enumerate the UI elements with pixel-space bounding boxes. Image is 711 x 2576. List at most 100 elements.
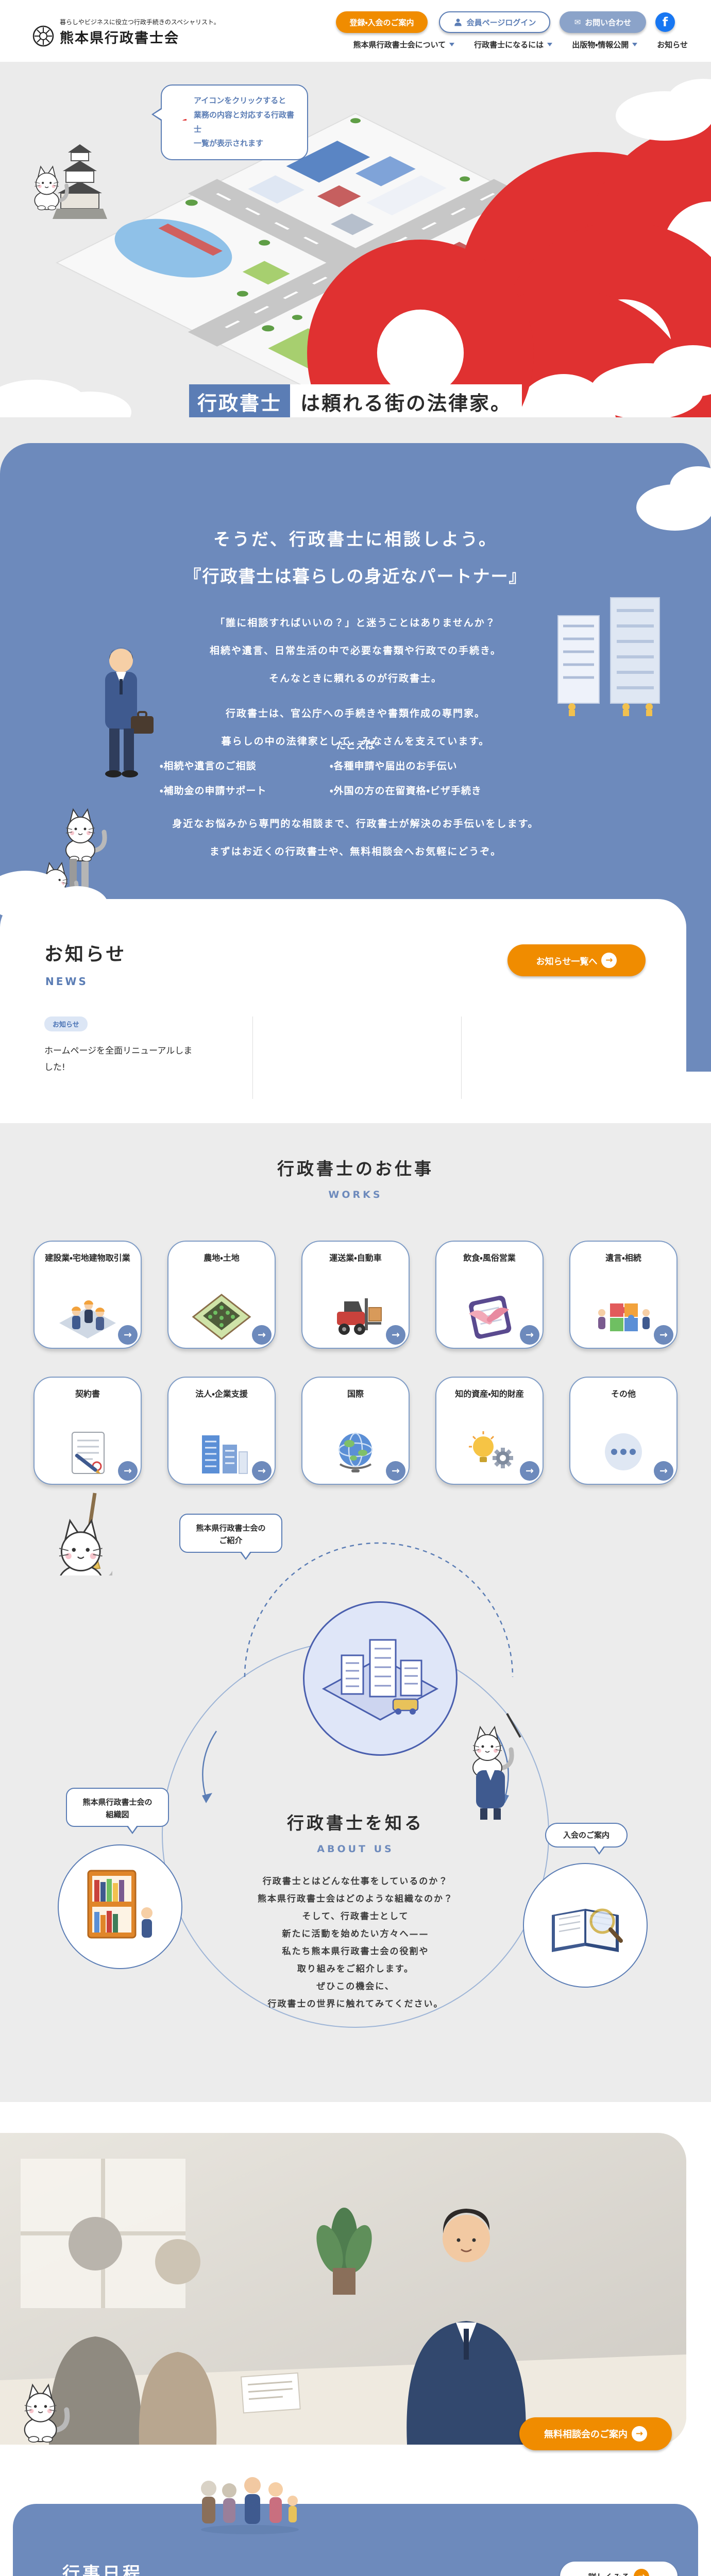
puzzle-people-icon (592, 1292, 654, 1341)
cloud-decoration (670, 466, 711, 507)
nav-item-become[interactable]: 行政書士になるには (474, 39, 553, 50)
bubble-line: 組織図 (106, 1810, 129, 1819)
intro-line: 行政書士は、官公庁への手続きや書類作成の専門家。 (225, 708, 485, 719)
forklift-icon (325, 1292, 386, 1341)
handshake-icon (459, 1292, 520, 1341)
consult-section: 無料相談会のご案内 → (0, 2102, 711, 2504)
about-subtitle: ABOUT US (317, 1843, 394, 1855)
idea-gear-icon (459, 1428, 520, 1477)
org-crest-logo-icon (32, 25, 55, 47)
nav-label: 熊本県行政書士会について (353, 40, 446, 49)
mascot-cat-hero (27, 160, 70, 211)
nav-label: 行政書士になるには (474, 40, 544, 49)
businessman-illustration (77, 639, 165, 793)
news-item-empty (462, 1016, 670, 1099)
work-card-contract[interactable]: 契約書 → (33, 1377, 142, 1485)
bubble-text: 一覧が表示されます (194, 139, 264, 148)
nav-item-about[interactable]: 熊本県行政書士会について (353, 39, 455, 50)
register-button[interactable]: 登録・入会のご案内 (336, 11, 428, 33)
work-card-international[interactable]: 国際 → (301, 1377, 410, 1485)
member-login-button[interactable]: 会員ページログイン (439, 11, 550, 33)
work-card-construction[interactable]: 建設業・宅地建物取引業 → (33, 1241, 142, 1349)
example-list: ・相続や遺言のご相談 ・各種申請や届出のお手伝い ・補助金の申請サポート ・外国… (160, 758, 551, 808)
org-chart-bubble[interactable]: 熊本県行政書士会の 組織図 (66, 1788, 169, 1834)
about-title: 行政書士を知る (287, 1813, 424, 1833)
join-guide-bubble[interactable]: 入会のご案内 (545, 1823, 628, 1855)
arrow-right-icon: → (654, 1461, 673, 1481)
arrow-right-icon: → (386, 1461, 405, 1481)
news-more-label: お知らせ一覧へ (536, 956, 598, 967)
facebook-icon[interactable]: f (655, 12, 675, 32)
arrow-right-icon: → (520, 1461, 539, 1481)
about-line: 取り組みをご紹介します。 (297, 1964, 414, 1974)
news-item-title[interactable]: ホームページを全面リニューアルしました! (44, 1046, 193, 1073)
map-pin-icon (171, 102, 187, 121)
join-guide-circle[interactable] (523, 1863, 648, 1988)
news-more-button[interactable]: お知らせ一覧へ → (507, 944, 646, 976)
chevron-down-icon (449, 43, 455, 46)
about-intro-bubble[interactable]: 熊本県行政書士会の ご紹介 (179, 1514, 282, 1560)
main-nav: 熊本県行政書士会について 行政書士になるには 出版物・情報公開 お知らせ (353, 39, 688, 50)
free-consultation-button[interactable]: 無料相談会のご案内 → (519, 2417, 672, 2450)
nav-label: 出版物・情報公開 (572, 40, 629, 49)
intro-line: 暮らしの中の法律家として、みなさんを支えています。 (221, 736, 490, 748)
work-card-inheritance[interactable]: 遺言・相続 → (569, 1241, 678, 1349)
young-man (407, 2209, 526, 2445)
about-intro-circle[interactable] (303, 1601, 458, 1756)
elderly-woman (139, 2239, 217, 2445)
work-card-transport[interactable]: 運送業・自動車 → (301, 1241, 410, 1349)
work-label: 法人・企業支援 (195, 1389, 248, 1399)
arrow-right-icon: → (118, 1325, 138, 1345)
mascot-cat-teacher (460, 1704, 527, 1823)
work-label: 運送業・自動車 (329, 1253, 382, 1263)
work-card-farmland[interactable]: 農地・土地 → (167, 1241, 276, 1349)
hero-tagline-rest: は頼れる街の法律家。 (290, 384, 522, 417)
register-button-label: 登録・入会のご案内 (349, 18, 414, 27)
hero-tagline: 行政書士 は頼れる街の法律家。 (189, 384, 522, 417)
mascot-cat-broom (45, 1478, 112, 1575)
intro-title: そうだ、行政書士に相談しよう。 (213, 529, 498, 549)
intro-line: そんなときに頼れるのが行政書士。 (268, 673, 442, 685)
bubble-text: 業務の内容と対応する行政書士 (194, 110, 295, 134)
intro-title2: 『行政書士は暮らしの身近なパートナー』 (184, 566, 527, 586)
family-illustration (193, 2469, 307, 2538)
example-label: たとえば (335, 740, 375, 751)
org-logo-text[interactable]: 熊本県行政書士会 (60, 30, 179, 46)
nav-item-publications[interactable]: 出版物・情報公開 (572, 39, 638, 50)
elderly-man (48, 2217, 142, 2445)
bubble-line: 熊本県行政書士会の (196, 1523, 266, 1533)
globe-icon (325, 1428, 386, 1477)
person-icon (453, 18, 463, 27)
work-card-corporate[interactable]: 法人・企業支援 → (167, 1377, 276, 1485)
facebook-glyph: f (662, 15, 668, 29)
site-header: 暮らしやビジネスに役立つ行政手続きのスペシャリスト。 熊本県行政書士会 登録・入… (0, 0, 711, 62)
nav-item-news[interactable]: お知らせ (657, 39, 688, 50)
news-item[interactable]: お知らせ ホームページを全面リニューアルしました! (44, 1016, 253, 1099)
work-label: 建設業・宅地建物取引業 (45, 1253, 130, 1263)
intro-and-news-section: そうだ、行政書士に相談しよう。 『行政書士は暮らしの身近なパートナー』 「誰に相… (0, 417, 711, 1123)
bubble-line: 入会のご案内 (563, 1831, 610, 1840)
contract-document-icon (57, 1428, 118, 1477)
example-item: ・外国の方の在留資格・ビザ手続き (330, 785, 482, 796)
arrow-right-icon: → (654, 1325, 673, 1345)
work-label: 飲食・風俗営業 (463, 1253, 516, 1263)
about-line: ぜひこの機会に、 (316, 1981, 395, 1992)
mail-icon: ✉ (574, 18, 581, 27)
org-chart-circle[interactable] (58, 1844, 182, 1969)
work-card-other[interactable]: その他 → (569, 1377, 678, 1485)
work-label: 遺言・相続 (605, 1253, 641, 1263)
header-contact-button[interactable]: ✉ お問い合わせ (560, 11, 646, 33)
construction-icon (57, 1292, 118, 1341)
mascot-cat-intro (57, 801, 108, 863)
news-section-subtitle: NEWS (45, 975, 88, 988)
work-label: 農地・土地 (204, 1253, 240, 1263)
work-label: 契約書 (75, 1389, 100, 1399)
about-line: そして、行政書士として (302, 1911, 409, 1922)
calendar-more-button[interactable]: 詳しくみる → (560, 2562, 678, 2576)
book-magnifier-illustration (552, 1908, 623, 1952)
ellipsis-icon (592, 1428, 654, 1477)
work-card-restaurant[interactable]: 飲食・風俗営業 → (435, 1241, 544, 1349)
arrow-right-icon: → (252, 1461, 272, 1481)
work-card-intellectual[interactable]: 知的資産・知的財産 → (435, 1377, 544, 1485)
